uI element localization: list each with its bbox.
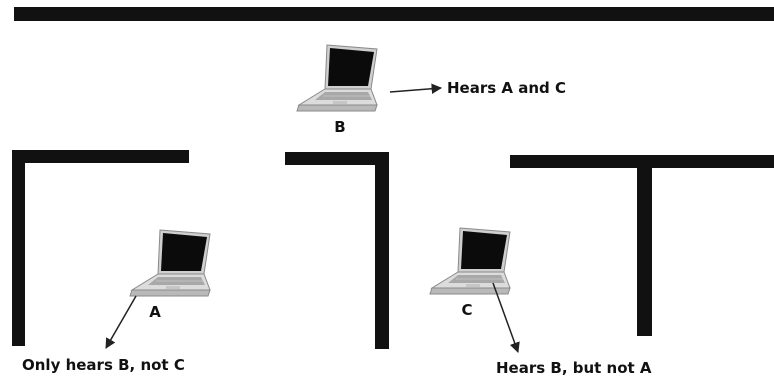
- walls: [12, 7, 774, 349]
- wall-left-horizontal: [12, 150, 189, 163]
- arrow-b-annotation: [389, 83, 443, 94]
- wall-middle-vertical: [375, 152, 389, 349]
- laptop-icon: [296, 44, 378, 112]
- laptop-c-label: C: [461, 301, 472, 319]
- laptop-b-label: B: [334, 118, 345, 136]
- wall-top: [14, 7, 774, 21]
- arrow-c-annotation: [492, 282, 520, 353]
- wall-right-vertical: [637, 155, 652, 336]
- laptop-icon: [429, 227, 511, 295]
- annotation-b: Hears A and C: [447, 79, 566, 97]
- annotation-c: Hears B, but not A: [496, 359, 652, 377]
- laptop-b: B: [296, 44, 378, 136]
- wall-middle-horizontal: [285, 152, 389, 165]
- laptop-icon: [129, 229, 211, 297]
- annotation-a: Only hears B, not C: [22, 356, 185, 374]
- wall-left-vertical: [12, 150, 25, 346]
- laptop-a: A: [129, 229, 211, 321]
- laptop-c: C: [429, 227, 511, 319]
- laptop-a-label: A: [149, 303, 161, 321]
- arrow-a-annotation: [105, 295, 137, 349]
